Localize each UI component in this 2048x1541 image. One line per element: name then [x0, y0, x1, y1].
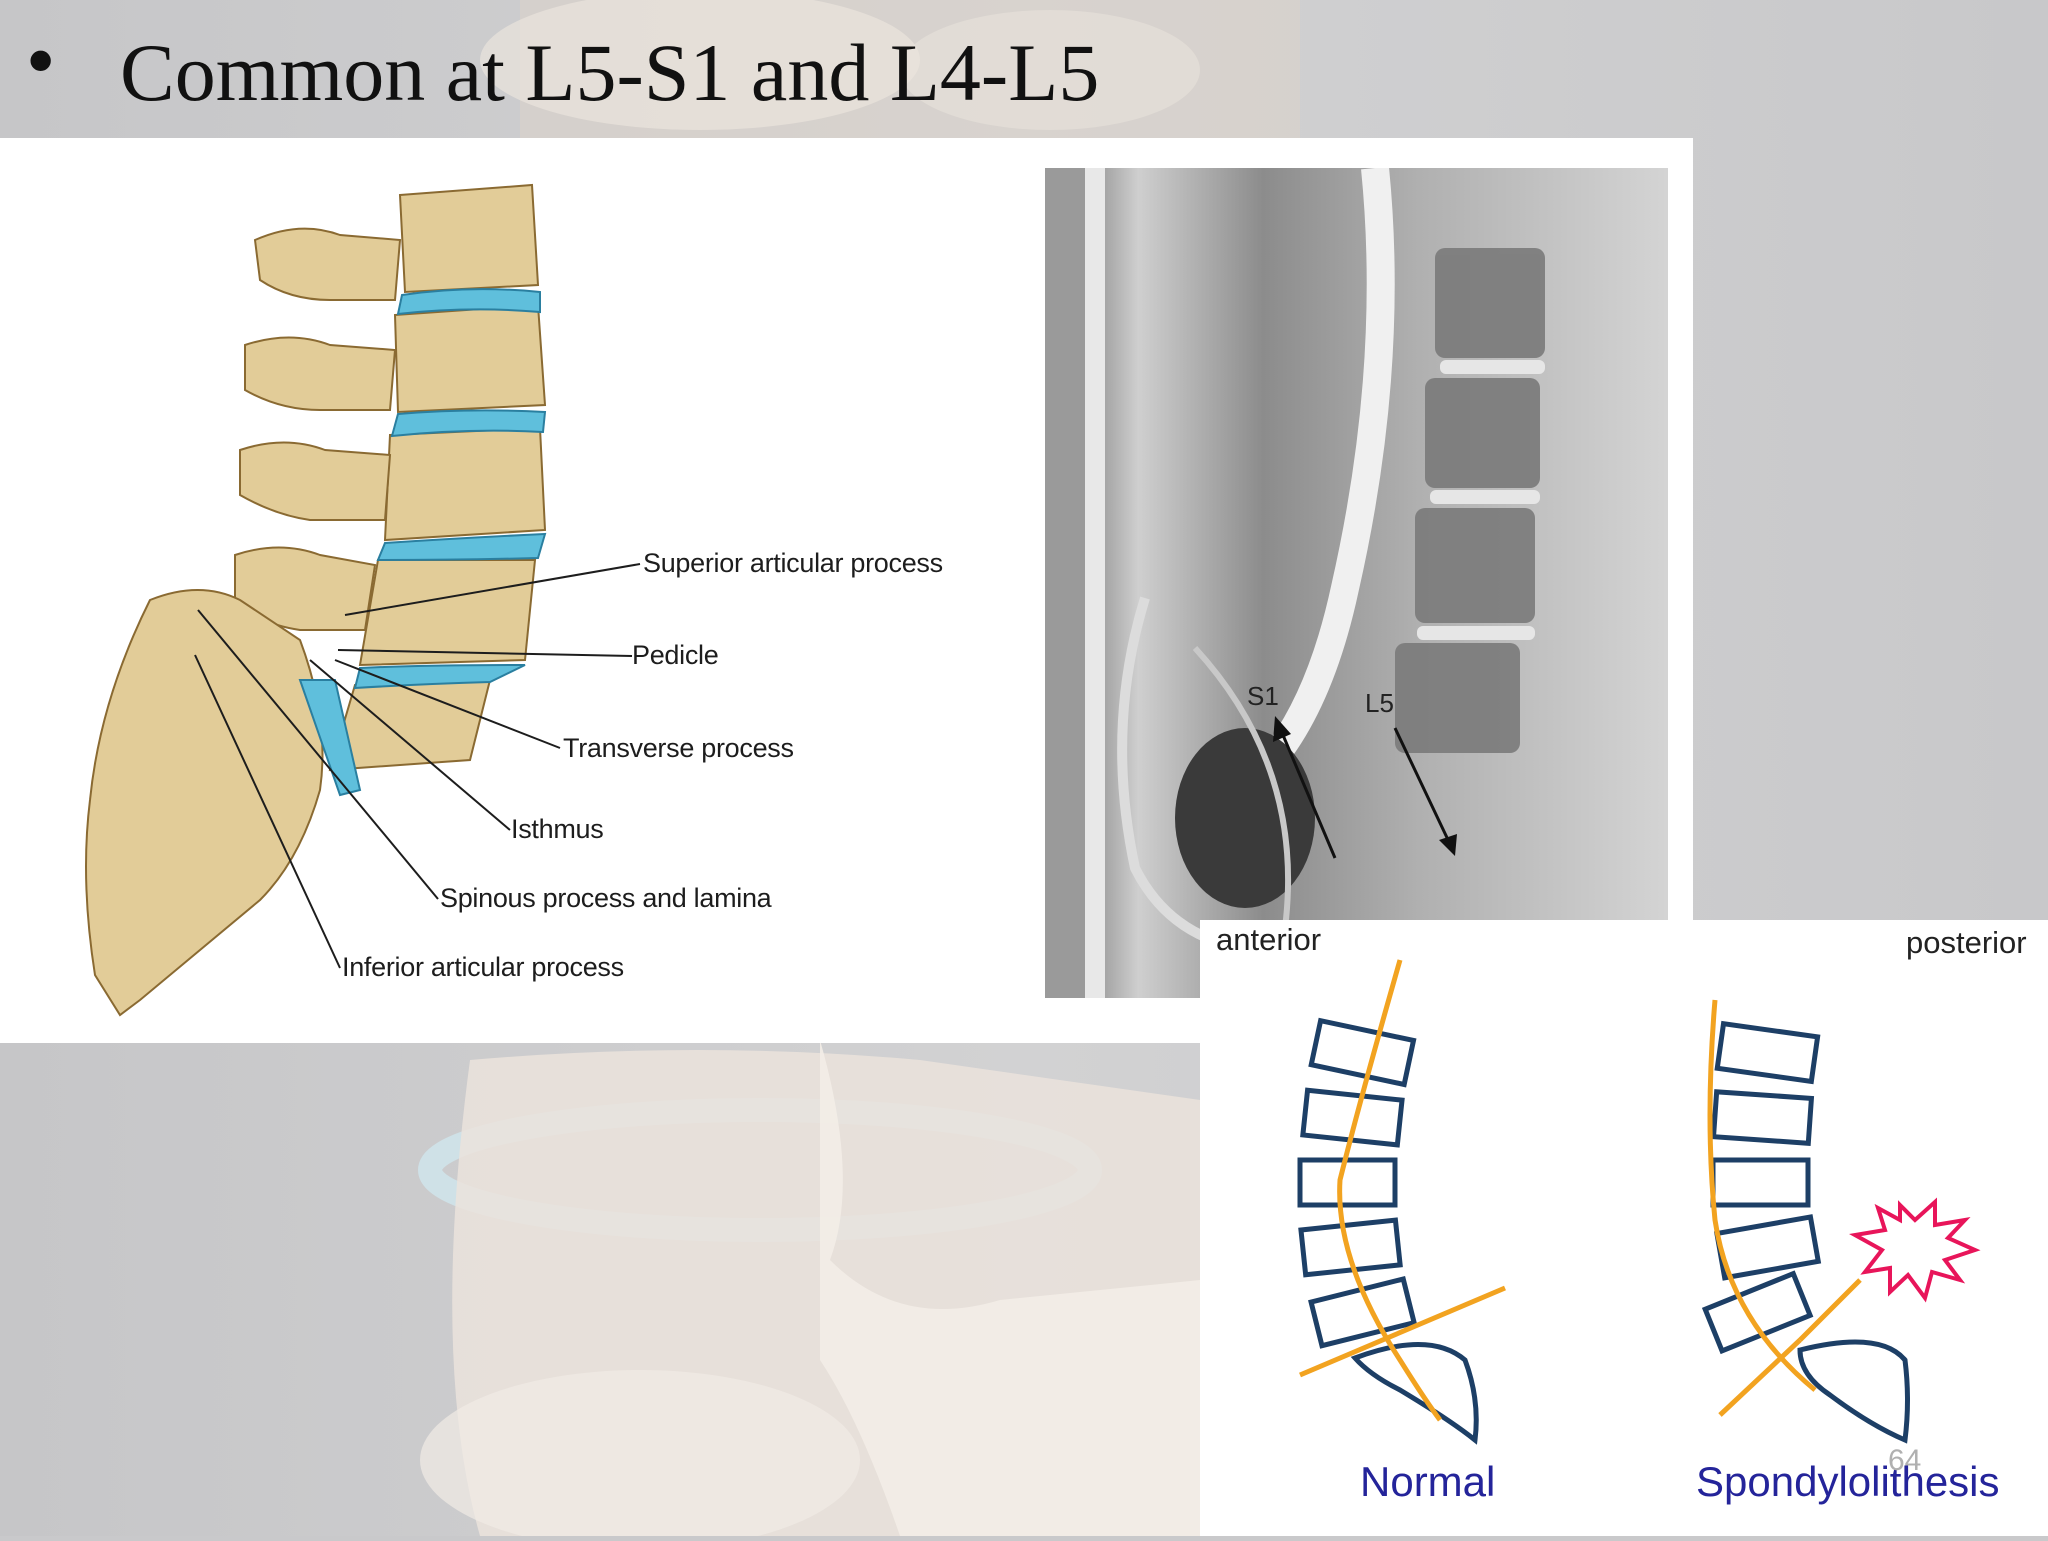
label-spinous-process-lamina: Spinous process and lamina [440, 883, 772, 913]
lumbar-spine-illustration [85, 183, 641, 1017]
label-transverse-process: Transverse process [563, 733, 794, 763]
caption-spondylolithesis: Spondylolithesis [1696, 1458, 2000, 1505]
caption-normal: Normal [1360, 1458, 1496, 1505]
label-superior-articular-process: Superior articular process [643, 548, 943, 578]
label-isthmus: Isthmus [511, 814, 604, 844]
mri-label-l5: L5 [1365, 688, 1394, 718]
label-inferior-articular-process: Inferior articular process [342, 952, 624, 982]
page-number: 64 [1888, 1444, 1922, 1477]
spondylolisthesis-diagram: anterior posterior Normal Spondylolithes… [1200, 920, 2048, 1536]
slide-title-row: • Common at L5-S1 and L4-L5 [0, 0, 1700, 140]
slide-title: Common at L5-S1 and L4-L5 [120, 27, 1100, 118]
label-pedicle: Pedicle [632, 640, 719, 670]
mri-label-s1: S1 [1247, 681, 1279, 711]
mri-scan-graphic [1045, 166, 1668, 998]
label-posterior: posterior [1906, 925, 2027, 960]
bullet-point: • [20, 22, 62, 104]
label-anterior: anterior [1216, 922, 1322, 957]
mri-image: S1 L5 [1045, 166, 1668, 998]
spine-alignment-graphic [1297, 959, 1981, 1445]
